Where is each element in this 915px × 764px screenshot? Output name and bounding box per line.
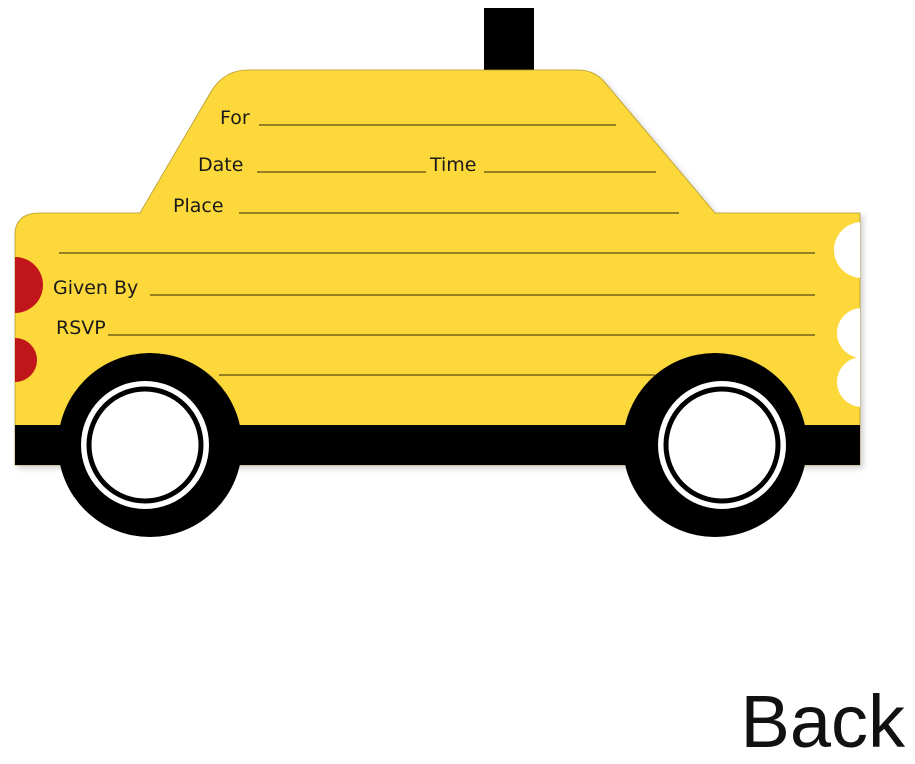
side-label: Back	[740, 680, 905, 763]
roof-sign	[484, 8, 534, 72]
place-label: Place	[173, 195, 224, 217]
rear-wheel	[58, 353, 242, 537]
time-label: Time	[429, 154, 477, 176]
taxi-body	[14, 69, 861, 466]
tail-light-bottom	[15, 338, 37, 382]
head-light-middle	[837, 308, 860, 358]
head-light-top	[834, 222, 860, 278]
rsvp-label: RSVP	[56, 317, 106, 339]
for-label: For	[220, 107, 250, 129]
date-label: Date	[198, 154, 243, 176]
head-light-bottom	[837, 357, 860, 407]
given-by-label: Given By	[53, 277, 138, 299]
front-wheel	[623, 353, 807, 537]
tail-light-top	[15, 257, 43, 313]
